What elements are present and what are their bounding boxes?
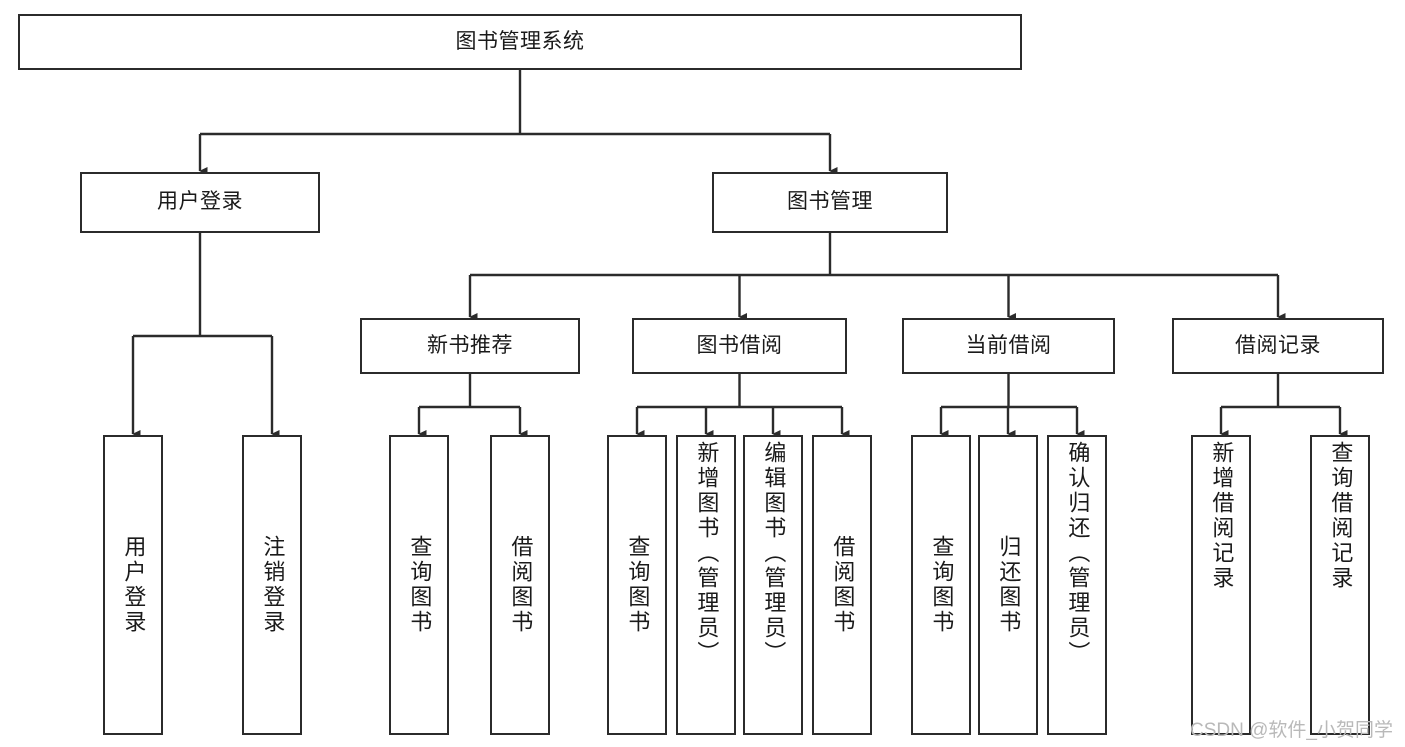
node-label: 查询图书 — [407, 535, 433, 635]
node-label: 编辑图书（管理员） — [761, 441, 787, 666]
node-leaf-br-q[interactable]: 查询图书 — [607, 435, 667, 735]
node-borrow[interactable]: 图书借阅 — [632, 318, 847, 374]
node-label: 用户登录 — [157, 190, 243, 214]
node-label: 当前借阅 — [965, 333, 1052, 357]
node-root[interactable]: 图书管理系统 — [18, 14, 1022, 70]
node-label: 注销登录 — [260, 535, 286, 635]
node-label: 借阅记录 — [1235, 333, 1321, 357]
node-leaf-nb-q[interactable]: 查询图书 — [389, 435, 449, 735]
node-leaf-cu-r[interactable]: 归还图书 — [978, 435, 1038, 735]
node-bookmgmt[interactable]: 图书管理 — [712, 172, 948, 233]
node-label: 归还图书 — [996, 535, 1022, 635]
node-newbook[interactable]: 新书推荐 — [360, 318, 580, 374]
csdn-watermark: CSDN @软件_小贺同学 — [1190, 720, 1393, 741]
node-label: 图书管理 — [787, 190, 873, 214]
node-leaf-logout[interactable]: 注销登录 — [242, 435, 302, 735]
node-label: 用户登录 — [121, 535, 147, 635]
node-leaf-br-ed[interactable]: 编辑图书（管理员） — [743, 435, 803, 735]
node-leaf-cu-c[interactable]: 确认归还（管理员） — [1047, 435, 1107, 735]
edge-layer — [131, 70, 1348, 439]
node-label: 借阅图书 — [830, 535, 856, 635]
node-label: 确认归还（管理员） — [1065, 441, 1091, 666]
node-current[interactable]: 当前借阅 — [902, 318, 1115, 374]
node-leaf-br-add[interactable]: 新增图书（管理员） — [676, 435, 736, 735]
node-label: 图书借阅 — [696, 333, 783, 357]
node-leaf-cu-q[interactable]: 查询图书 — [911, 435, 971, 735]
node-leaf-rc-q[interactable]: 查询借阅记录 — [1310, 435, 1370, 735]
node-label: 查询借阅记录 — [1328, 441, 1354, 591]
node-label: 新增借阅记录 — [1209, 441, 1235, 591]
node-leaf-rc-add[interactable]: 新增借阅记录 — [1191, 435, 1251, 735]
node-login[interactable]: 用户登录 — [80, 172, 320, 233]
node-leaf-br-b[interactable]: 借阅图书 — [812, 435, 872, 735]
node-leaf-nb-b[interactable]: 借阅图书 — [490, 435, 550, 735]
node-label: 图书管理系统 — [455, 29, 585, 53]
node-records[interactable]: 借阅记录 — [1172, 318, 1384, 374]
node-label: 新增图书（管理员） — [694, 441, 720, 666]
node-leaf-login[interactable]: 用户登录 — [103, 435, 163, 735]
node-label: 借阅图书 — [508, 535, 534, 635]
node-label: 查询图书 — [929, 535, 955, 635]
node-label: 查询图书 — [625, 535, 651, 635]
node-label: 新书推荐 — [427, 333, 513, 357]
